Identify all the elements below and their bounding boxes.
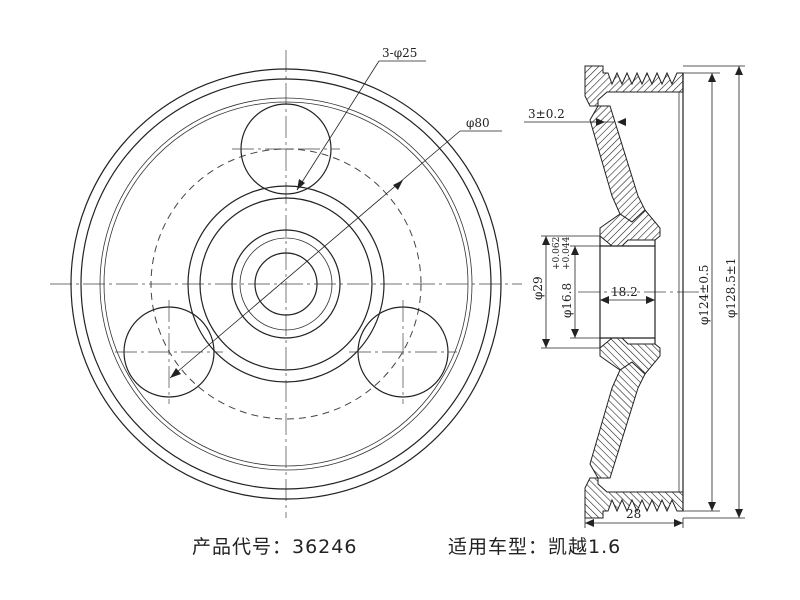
- outer-dia-label: φ128.5±1: [724, 258, 738, 318]
- hub-length-dim: 18.2: [600, 285, 655, 304]
- groove-circle-1: [99, 97, 473, 471]
- lightening-hole-left: [115, 300, 223, 404]
- hub-boss-circle: [231, 229, 341, 339]
- groove-circle-2: [103, 101, 469, 467]
- front-view: 3-φ25 φ80: [50, 46, 522, 518]
- outer-dia-dim: φ128.5±1: [683, 65, 745, 519]
- hub-length-label: 18.2: [611, 285, 638, 299]
- groove-dim-label: 3±0.2: [528, 107, 565, 121]
- lightening-hole-right: [349, 300, 457, 404]
- bore-circle: [254, 252, 318, 316]
- vehicle-model-caption: 适用车型：凯越1.6: [448, 536, 622, 558]
- product-code-caption: 产品代号：36246: [192, 536, 358, 558]
- hole-callout-leader: 3-φ25: [296, 46, 426, 191]
- hub-dia-dim: φ29: [531, 235, 600, 349]
- bore-chamfer-circle: [239, 237, 333, 331]
- lower-section: [584, 337, 684, 519]
- hole-callout-label: 3-φ25: [382, 46, 417, 60]
- pcd-callout-leader: φ80: [169, 116, 502, 379]
- lightening-hole-top: [232, 103, 340, 195]
- hub-dia-label: φ29: [531, 276, 545, 300]
- width-label: 28: [626, 507, 641, 521]
- hub-outer-circle: [187, 185, 385, 383]
- bore-dia-dim: φ16.8 +0.062 +0.044: [552, 236, 600, 339]
- pitch-circle: [150, 148, 422, 420]
- bore-dia-label: φ16.8: [560, 283, 574, 318]
- width-dim: 28: [584, 507, 684, 528]
- upper-section: [584, 65, 684, 247]
- bore-tol-lower: +0.044: [562, 236, 572, 270]
- groove-dia-label: φ124±0.5: [697, 265, 711, 325]
- rim-inner-circle: [80, 78, 492, 490]
- outer-rim-circle: [70, 68, 502, 500]
- groove-dia-dim: φ124±0.5: [683, 72, 720, 512]
- hub-ring-circle: [199, 197, 373, 371]
- bore-tol-upper: +0.062: [552, 237, 562, 270]
- groove-dim: 3±0.2: [524, 107, 626, 126]
- side-view: 3±0.2 φ29 φ16.8 +0.062 +0.044 1: [524, 65, 745, 528]
- pcd-callout-label: φ80: [466, 116, 490, 130]
